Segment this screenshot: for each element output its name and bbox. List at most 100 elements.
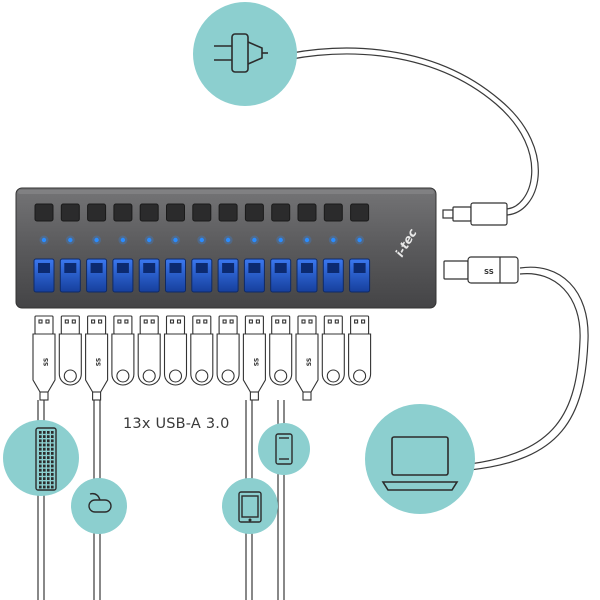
keyboard-key bbox=[47, 456, 50, 459]
plug-metal bbox=[34, 315, 54, 335]
keyboard-key bbox=[47, 485, 50, 489]
port-switch bbox=[350, 203, 370, 222]
port-led bbox=[120, 237, 126, 243]
keyboard bbox=[3, 420, 79, 496]
cap-body bbox=[321, 333, 345, 386]
port-led bbox=[225, 237, 231, 243]
cap-ring bbox=[274, 369, 288, 383]
port-led-glow bbox=[223, 235, 233, 245]
port-led bbox=[278, 237, 283, 243]
keyboard-key bbox=[39, 481, 42, 485]
keyboard-key bbox=[39, 464, 42, 468]
port-led-glow bbox=[65, 235, 75, 245]
port-switch bbox=[192, 203, 212, 222]
keyboard-key bbox=[39, 477, 42, 480]
keyboard-key bbox=[47, 481, 50, 485]
plug-metal bbox=[165, 315, 186, 335]
port-switch bbox=[34, 203, 54, 222]
plug-hole bbox=[91, 319, 96, 324]
cap-body bbox=[137, 333, 161, 386]
port-led-glow bbox=[92, 235, 102, 245]
port-led bbox=[199, 237, 204, 243]
keyboard-key bbox=[47, 464, 50, 468]
port-tongue bbox=[116, 263, 129, 273]
phone bbox=[258, 423, 310, 475]
plug-hole bbox=[327, 319, 332, 324]
port-switch bbox=[244, 203, 264, 222]
port-led bbox=[173, 237, 178, 243]
port-tongue bbox=[143, 263, 156, 273]
plug-hole bbox=[38, 319, 43, 324]
laptop-cable bbox=[469, 266, 589, 471]
keyboard-key bbox=[51, 464, 54, 468]
tablet bbox=[222, 478, 278, 534]
keyboard-key bbox=[51, 485, 54, 489]
keyboard-key bbox=[39, 473, 42, 476]
port-led bbox=[304, 237, 310, 243]
keyboard-key bbox=[43, 473, 46, 476]
usb-a-plug-cap bbox=[111, 315, 135, 386]
plug-metal bbox=[271, 315, 291, 335]
keyboard-key bbox=[51, 477, 54, 480]
port-led-glow bbox=[276, 235, 286, 245]
cap-body bbox=[58, 333, 82, 386]
port-led-glow bbox=[171, 235, 180, 245]
plug-hole bbox=[361, 319, 366, 324]
port-led-glow bbox=[249, 235, 259, 245]
keyboard-key bbox=[47, 473, 50, 476]
port-switch bbox=[218, 203, 238, 222]
plug-hole bbox=[143, 319, 148, 324]
plug-ss-logo: SS bbox=[306, 358, 313, 366]
plug-ss-logo: SS bbox=[43, 358, 50, 366]
plug-strain-relief bbox=[92, 391, 102, 401]
cap-ring bbox=[326, 369, 340, 383]
mouse-icon bbox=[88, 492, 112, 513]
port-leds bbox=[39, 235, 365, 245]
keyboard-key bbox=[51, 468, 54, 472]
port-led-glow bbox=[355, 235, 365, 245]
plug-metal bbox=[350, 315, 370, 335]
plug-hole bbox=[229, 319, 234, 324]
keyboard-key bbox=[47, 435, 50, 438]
smartphone-icon bbox=[275, 433, 293, 465]
port-switch bbox=[297, 203, 317, 222]
plug-ss-logo: SS bbox=[253, 358, 260, 366]
plug-hole bbox=[222, 319, 227, 324]
port-switches bbox=[34, 203, 370, 222]
plug-metal bbox=[323, 315, 343, 335]
plug-metal bbox=[192, 315, 212, 335]
keyboard-key bbox=[43, 452, 46, 455]
plug-metal bbox=[218, 315, 238, 335]
usb-a-plug-connected: SS bbox=[85, 315, 109, 401]
plug-strain-relief bbox=[249, 391, 259, 401]
keyboard-key bbox=[39, 456, 42, 459]
cap-body bbox=[163, 333, 188, 386]
keyboard-key bbox=[51, 460, 54, 464]
plug-hole bbox=[196, 319, 201, 324]
cap-body bbox=[269, 333, 293, 386]
cap-ring bbox=[168, 369, 183, 383]
plug-metal bbox=[297, 315, 317, 335]
usb-a-plug-connected: SS bbox=[295, 315, 319, 401]
cap-body bbox=[348, 333, 372, 386]
plug-hole bbox=[301, 319, 306, 324]
usb-a-plug-connected: SS bbox=[242, 315, 266, 401]
usb-hub: i-tec bbox=[15, 187, 437, 309]
cap-ring bbox=[63, 369, 77, 383]
keyboard-key bbox=[51, 447, 54, 451]
dc-jack bbox=[442, 202, 508, 226]
plug-hole bbox=[45, 319, 50, 324]
keyboard-key bbox=[43, 481, 46, 485]
keyboard-key bbox=[39, 452, 42, 455]
usb-a-plug-cap bbox=[348, 315, 372, 386]
port-led bbox=[147, 237, 152, 243]
plug-hole bbox=[248, 319, 253, 324]
port-led-glow bbox=[302, 235, 312, 245]
keyboard-key bbox=[43, 443, 46, 447]
cap-body bbox=[190, 333, 214, 386]
keyboard-key bbox=[47, 468, 50, 472]
plug-hole bbox=[275, 319, 280, 324]
plug-hole bbox=[203, 319, 208, 324]
port-led bbox=[331, 237, 336, 243]
keyboard-key bbox=[39, 435, 42, 438]
